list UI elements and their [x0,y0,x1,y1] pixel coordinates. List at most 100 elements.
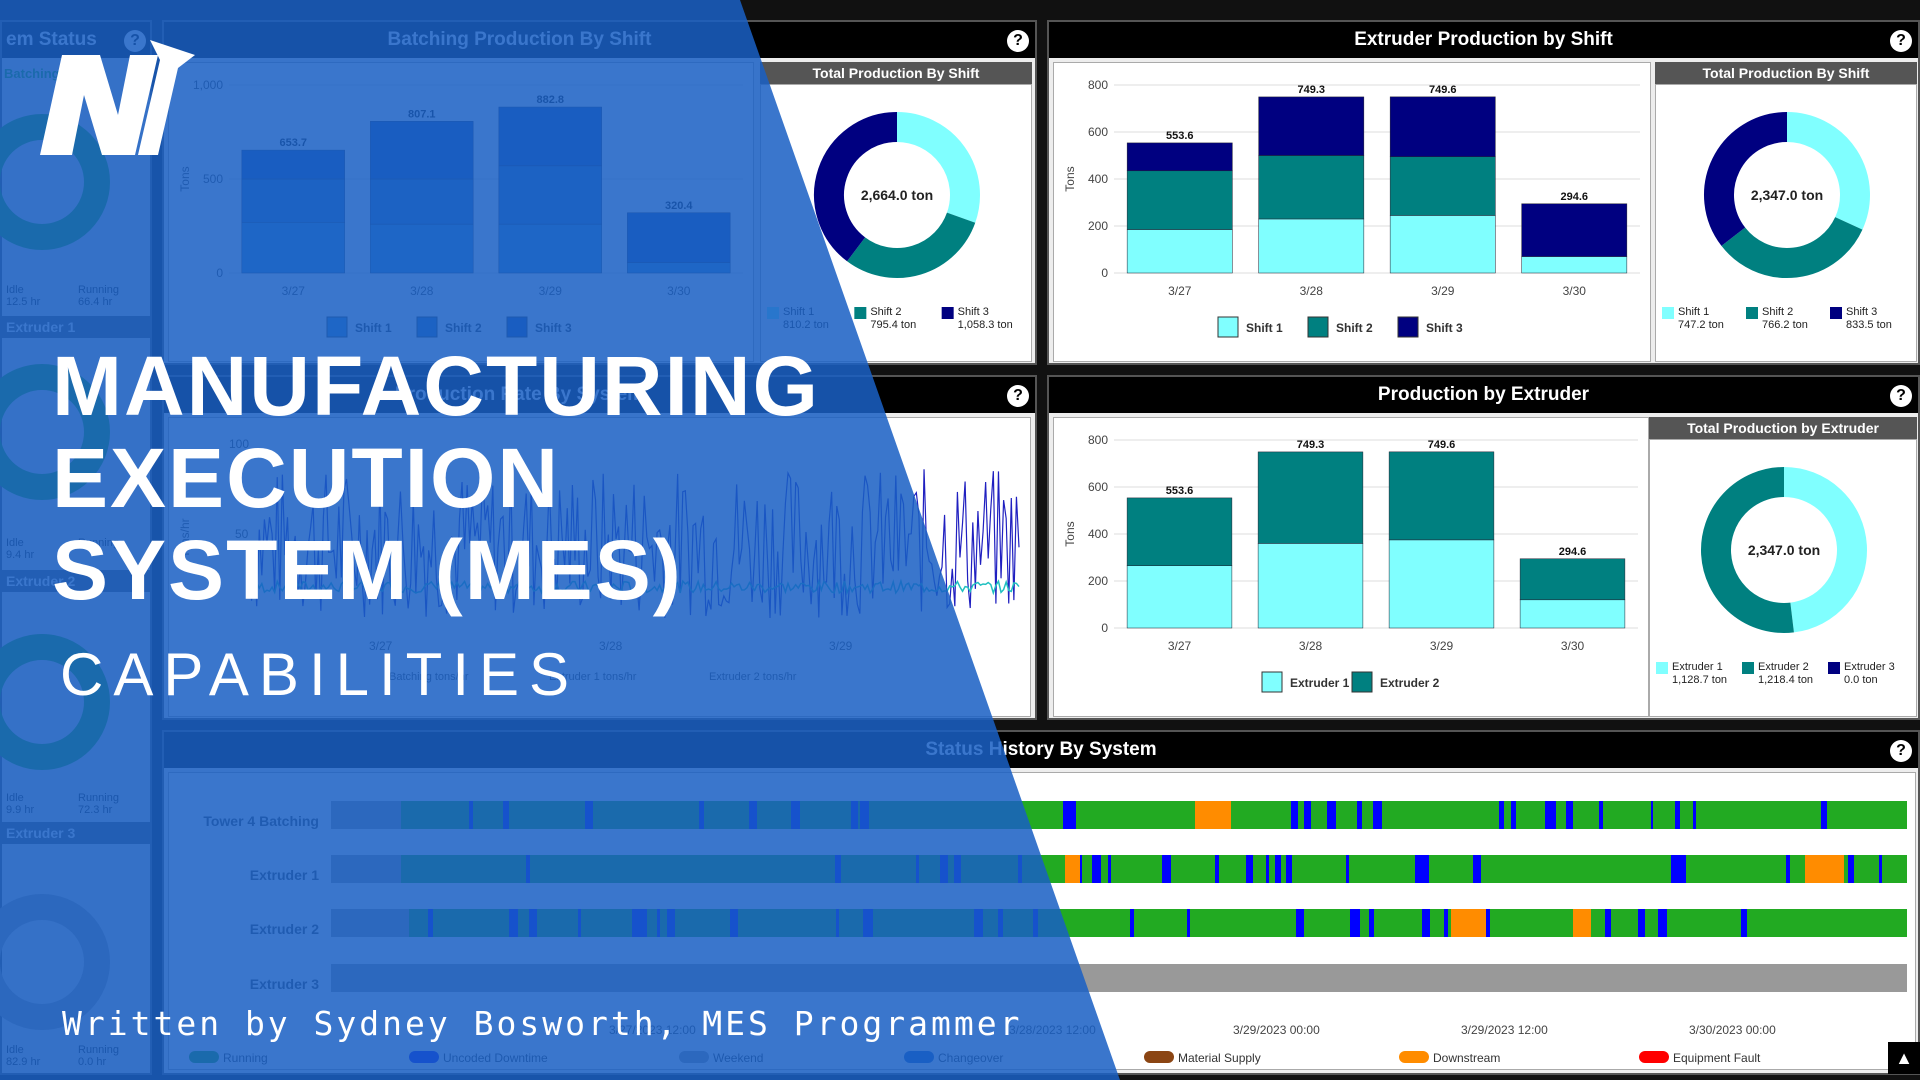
legend-label: Shift 1 [355,321,392,335]
bar-segment [498,106,602,167]
bar-segment [1258,155,1365,220]
x-tick-label: 3/28 [1299,639,1323,653]
bar-segment [1257,451,1364,544]
by-extruder-bar-chart: 8006004002000Tons553.63/27749.33/28749.6… [1063,433,1638,693]
bar-segment [1389,215,1496,274]
donut-center-label: 2,347.0 ton [1751,187,1823,203]
legend-changeover: Changeover [904,1051,1144,1065]
bar-total-label: 749.6 [1428,439,1456,451]
scroll-top-button[interactable]: ▲ [1888,1042,1920,1074]
legend-uncoded: Uncoded Downtime [409,1051,679,1065]
bar-segment [241,178,345,223]
bar-segment [1258,218,1365,274]
downtime-segment [1186,909,1191,937]
donut-legend-name: Shift 1 [1678,306,1709,318]
downtime-segment [699,801,704,829]
bar-segment [1389,96,1496,157]
x-tick-label: 3/30 [1563,284,1587,298]
help-icon[interactable]: ? [1007,385,1029,407]
legend-swatch [1307,316,1329,338]
downtime-segment [1511,801,1516,829]
x-tick-label: 3/30 [667,284,691,298]
downtime-segment [529,909,538,937]
donut-legend-value: 1,058.3 ton [958,319,1013,331]
donut-center-label: 2,664.0 ton [861,187,933,203]
bar-segment [1519,558,1626,601]
y-tick-label: 200 [1088,219,1108,233]
downtime-segment [1604,909,1612,937]
downtime-segment [1675,801,1681,829]
y-tick-label: 0 [216,266,223,280]
time-tick: 3/29/2023 12:00 [1461,1023,1548,1037]
y-tick-label: 500 [203,172,223,186]
extruder-shift-donut-title: Total Production By Shift [1655,62,1917,84]
bar-total-label: 749.3 [1297,439,1325,451]
donut-legend-value: 1,218.4 ton [1758,674,1813,686]
downtime-segment [1033,909,1038,937]
donut-legend-value: 0.0 ton [1844,674,1878,686]
legend-fault: Equipment Fault [1639,1051,1839,1065]
help-icon[interactable]: ? [1007,30,1029,52]
downtime-segment [1598,801,1604,829]
x-tick-label: 3/27 [1168,284,1192,298]
legend-label: Shift 2 [1336,321,1373,335]
downtime-segment [860,801,870,829]
x-tick-label: 3/28 [410,284,434,298]
legend-material: Material Supply [1144,1051,1399,1065]
help-icon[interactable]: ? [1890,30,1912,52]
help-icon[interactable]: ? [124,30,146,52]
extruder3-sub: Extruder 3 [2,822,150,844]
x-tick-label: 3/28 [599,639,623,653]
bar-total-label: 653.7 [279,137,307,149]
downtime-segment [428,909,434,937]
legend-label: Extruder 1 [1290,676,1350,690]
status-track [331,964,1907,992]
bar-total-label: 882.8 [536,94,564,106]
donut-legend-swatch [1828,662,1840,674]
row-label: Tower 4 Batching [203,813,319,829]
downtime-segment [997,909,1003,937]
downtime-segment [748,801,757,829]
downtime-segment [939,855,949,883]
donut-legend-name: Extruder 1 [1672,661,1723,673]
downtime-segment [1848,855,1855,883]
donut-slice [1783,467,1867,633]
downtime-segment [835,855,841,883]
legend-swatch [1261,671,1283,693]
y-tick-label: 200 [1088,574,1108,588]
running-segment [401,801,1907,829]
downtime-segment [916,855,919,883]
donut-legend-name: Extruder 2 [1758,661,1809,673]
donut-legend-swatch [1830,307,1842,319]
downtime-segment [1421,855,1429,883]
downtime-segment [1372,801,1383,829]
downtime-segment [656,909,660,937]
donut-slice [1721,216,1863,278]
downtime-segment [953,855,962,883]
donut-legend-swatch [1746,307,1758,319]
bar-total-label: 553.6 [1166,485,1194,497]
help-icon[interactable]: ? [1890,385,1912,407]
bar-segment [1126,229,1233,274]
bar-segment [627,262,731,274]
bar-segment [370,178,474,225]
downtime-segment [1130,909,1135,937]
bar-segment [1126,497,1233,566]
legend-running: Running [189,1051,409,1065]
downtime-segment [863,909,874,937]
downtime-segment [1303,801,1312,829]
x-tick-label: 3/29 [539,284,563,298]
donut-legend-swatch [767,307,779,319]
batching-donut [0,114,110,250]
help-icon[interactable]: ? [1890,740,1912,762]
legend-label: Extruder 2 [1380,676,1440,690]
bar-segment [498,165,602,225]
